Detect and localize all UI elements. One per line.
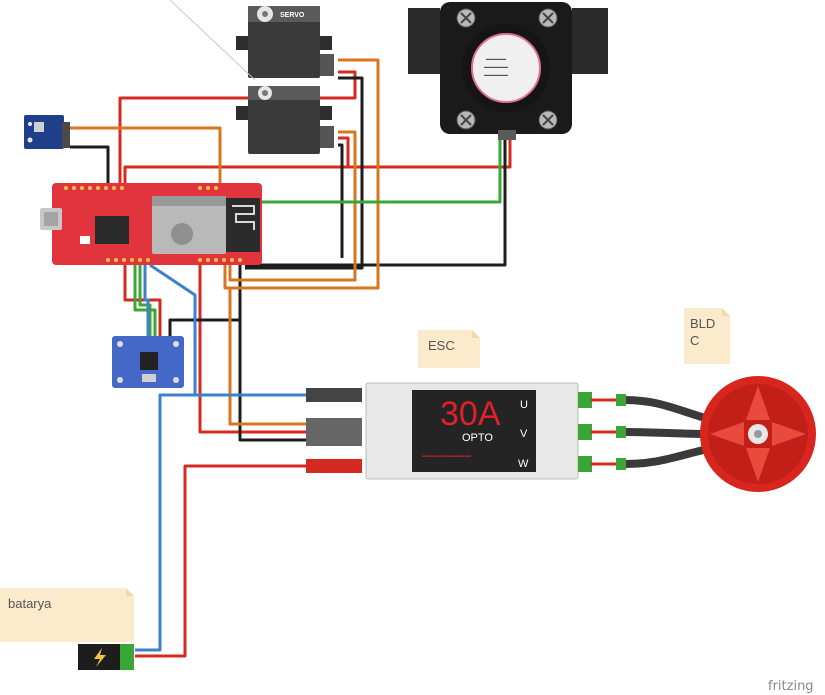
flow-sensor-print-3: ▬▬▬▬▬▬	[484, 72, 508, 77]
wire-black-1	[70, 145, 110, 187]
wire-green-imu1	[133, 265, 157, 338]
wire-blue-battery	[135, 393, 318, 652]
esc-rating: 30A	[440, 395, 501, 433]
wire-orange-esc	[228, 288, 318, 426]
servo-motor-1: SERVO	[236, 6, 334, 78]
esc-mode: OPTO	[462, 432, 493, 444]
note-bldc: BLD C	[684, 308, 730, 364]
esc-spec-line: ▪▪▪▪▪▪▪▪▪▪▪▪▪▪▪▪▪▪▪▪▪▪▪	[422, 454, 471, 460]
wire-green-imu2	[138, 265, 152, 338]
microcontroller-board	[40, 183, 262, 265]
i2c-sensor-module	[24, 115, 70, 149]
lightning-icon	[94, 648, 106, 667]
wires	[70, 58, 512, 658]
battery	[78, 644, 134, 670]
servo-motor-2	[236, 86, 334, 154]
note-battery: batarya	[0, 588, 134, 642]
wire-red-servo2	[338, 136, 350, 167]
note-bldc-text-2: C	[690, 333, 699, 348]
esc-controller: 30A OPTO ▪▪▪▪▪▪▪▪▪▪▪▪▪▪▪▪▪▪▪▪▪▪▪ U V W	[306, 382, 592, 480]
wire-black-4	[245, 76, 364, 270]
note-battery-text: batarya	[8, 596, 52, 611]
flow-sensor-print-2: ▬▬▬▬▬▬	[484, 64, 508, 69]
note-bldc-text-1: BLD	[690, 316, 715, 331]
esc-phase-v: V	[520, 428, 528, 440]
wire-red-battery	[135, 464, 318, 658]
annotation-line	[169, 0, 256, 81]
wire-orange-1	[70, 126, 222, 187]
esc-phase-u: U	[520, 399, 528, 411]
wire-black-5	[338, 143, 344, 258]
esc-phase-w: W	[518, 458, 529, 470]
bldc-motor	[700, 376, 816, 492]
wire-red-flow	[123, 140, 512, 187]
note-esc-text: ESC	[428, 338, 455, 353]
fritzing-watermark: fritzing	[768, 679, 814, 694]
servo-label-1: SERVO	[280, 12, 305, 19]
wire-black-3	[245, 140, 507, 267]
motor-leads	[590, 394, 716, 470]
flow-sensor-print: ▬▬▬▬▬	[486, 56, 506, 61]
wire-blue-imu	[143, 265, 150, 338]
wire-black-2	[238, 265, 318, 442]
wire-red-esc	[198, 265, 318, 434]
wire-red-mcu-sensor	[123, 265, 162, 338]
wire-black-6	[168, 318, 240, 338]
note-esc: ESC	[418, 330, 480, 368]
water-flow-sensor: ▬▬▬▬▬ ▬▬▬▬▬▬ ▬▬▬▬▬▬	[408, 2, 608, 140]
imu-sensor-board	[112, 336, 184, 388]
wire-orange-2	[223, 58, 380, 290]
wire-orange-3	[228, 130, 357, 282]
